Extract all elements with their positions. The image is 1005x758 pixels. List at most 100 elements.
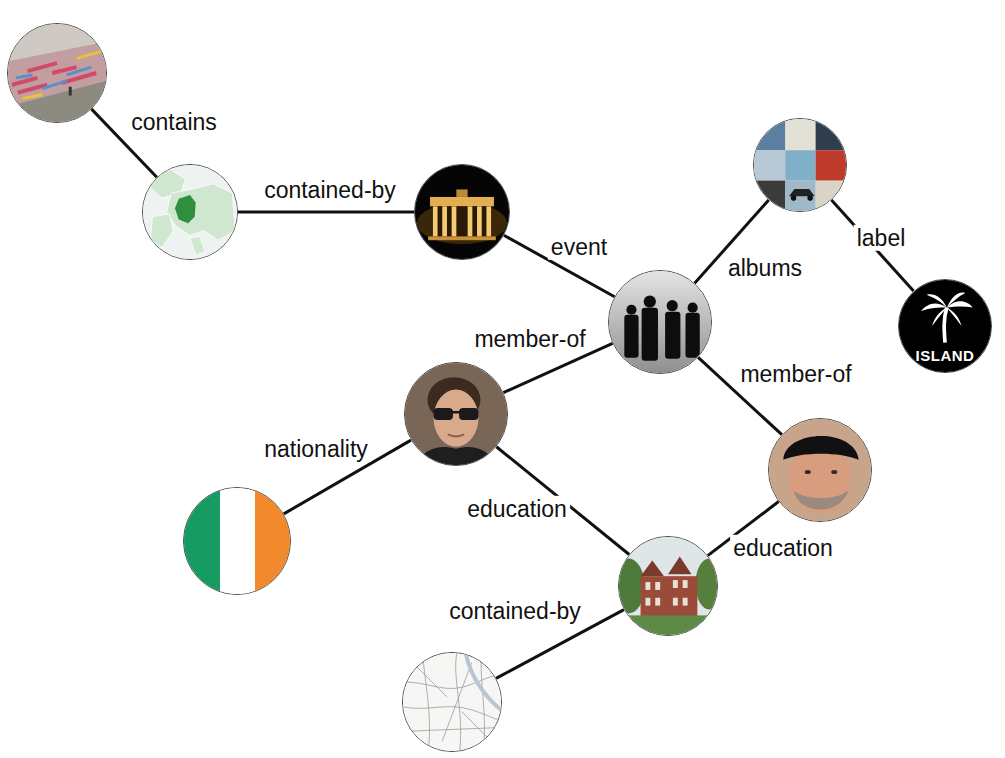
illustration-part [645, 582, 650, 590]
illustration-part [624, 315, 638, 358]
illustration-part [403, 727, 501, 731]
edge-label: member-of [737, 361, 854, 387]
illustration-part [816, 119, 846, 150]
illustration-part [683, 580, 688, 588]
edge-label-anchor: albums [725, 255, 805, 281]
illustration-part [220, 488, 255, 594]
edge-label-anchor: label [854, 225, 909, 251]
illustration-part [655, 582, 660, 590]
illustration-part [754, 119, 785, 150]
person-photo [405, 363, 507, 465]
illustration-part [442, 206, 447, 236]
album-collage [754, 119, 846, 211]
illustration-part [785, 119, 815, 150]
edge-label: albums [725, 255, 805, 281]
illustration-part [255, 488, 290, 594]
illustration-part [433, 206, 491, 236]
graph-node [608, 270, 712, 374]
illustration-part [785, 181, 815, 211]
illustration-part [433, 206, 438, 236]
illustration-part [754, 119, 846, 211]
illustration-part [932, 308, 947, 326]
illustration-part [695, 559, 717, 610]
edge-label-anchor: nationality [261, 436, 371, 462]
illustration-part [609, 271, 711, 373]
illustration-part [645, 580, 687, 605]
illustration-part [415, 447, 497, 465]
illustration-part [151, 214, 174, 248]
illustration-part [403, 653, 501, 751]
edge-label: contained-by [446, 598, 584, 624]
illustration-part [16, 67, 91, 89]
illustration-part [167, 184, 236, 240]
illustration-part [816, 150, 846, 180]
graph-node [142, 164, 238, 260]
illustration-part [486, 206, 491, 236]
illustration-part [927, 294, 947, 307]
illustration-part [673, 598, 678, 606]
illustration-part [430, 197, 494, 206]
illustration-part [785, 150, 815, 180]
illustration-part [783, 436, 858, 460]
edge-label-anchor: contains [128, 109, 220, 135]
illustration-part [789, 189, 815, 196]
illustration-part [415, 165, 509, 259]
wall-photo [8, 24, 106, 122]
illustration-part [754, 181, 785, 211]
band-photo [609, 271, 711, 373]
graph-node [753, 118, 847, 212]
edge-label: education [464, 496, 570, 522]
graph-node [7, 23, 107, 123]
illustration-part [816, 181, 846, 211]
illustration-part [434, 408, 453, 420]
illustration-part [769, 419, 871, 521]
edge-label-anchor: contained-by [261, 177, 399, 203]
illustration-part [417, 203, 507, 244]
illustration-part [793, 490, 848, 509]
illustration-part [452, 411, 460, 414]
illustration-part [665, 312, 680, 359]
illustration-part [641, 561, 665, 577]
edge-label: nationality [261, 436, 371, 462]
illustration-part [668, 557, 692, 575]
illustration-part [184, 488, 220, 594]
illustration-part [754, 150, 785, 180]
illustration-part [807, 195, 813, 201]
edge-label-anchor: education [730, 535, 836, 561]
city-map [403, 653, 501, 751]
relation-line [238, 211, 414, 214]
illustration-part [645, 598, 650, 606]
illustration-part [688, 303, 698, 313]
graph-node [183, 487, 291, 595]
illustration-part [432, 206, 492, 236]
graph-node [404, 362, 508, 466]
relation-line [831, 200, 913, 291]
illustration-part [8, 24, 106, 122]
edge-label: contained-by [261, 177, 399, 203]
logo-text: ISLAND [916, 348, 975, 363]
edge-label-anchor: event [548, 234, 610, 260]
graph-node [618, 536, 718, 636]
illustration-part [403, 653, 501, 751]
illustration-part [947, 292, 965, 307]
graph-node [768, 418, 872, 522]
edge-label: member-of [471, 326, 588, 352]
illustration-part [428, 236, 496, 240]
illustration-part [899, 280, 991, 372]
illustration-part [791, 195, 797, 201]
edge-label-anchor: member-of [471, 326, 588, 352]
illustration-part [626, 305, 636, 315]
illustration-part [456, 189, 467, 197]
illustration-part [405, 363, 507, 465]
illustration-part [448, 434, 464, 436]
illustration-part [413, 663, 496, 746]
illustration-part [403, 676, 501, 688]
illustration-part [466, 653, 501, 710]
illustration-part [434, 390, 479, 447]
illustration-part [944, 308, 947, 343]
illustration-part [947, 308, 962, 326]
illustration-part [642, 308, 658, 361]
illustration-part [673, 580, 678, 588]
illustration-part [655, 598, 660, 606]
europe-map [143, 165, 237, 259]
